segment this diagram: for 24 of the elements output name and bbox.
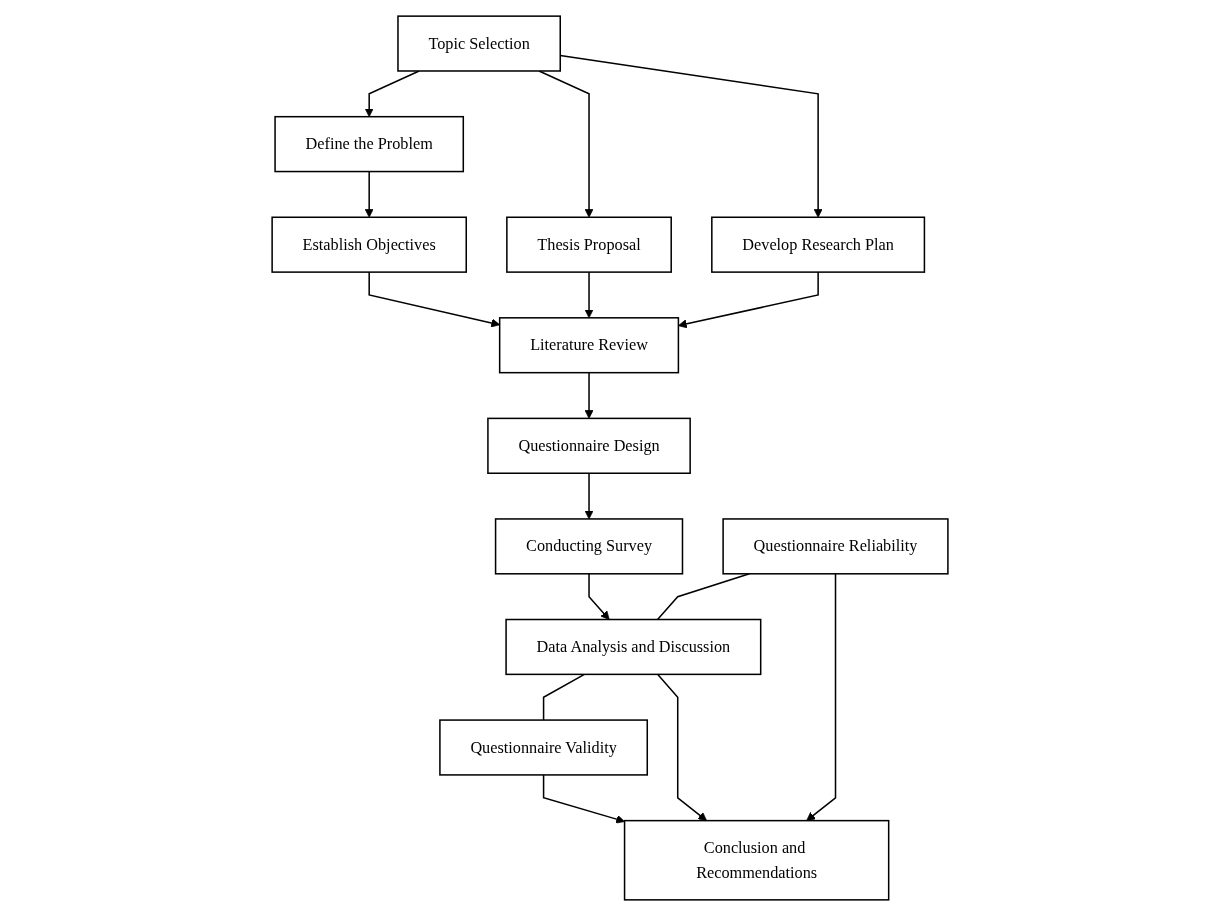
node-box: Define the Problem [274, 115, 465, 172]
arrow [806, 572, 837, 821]
arrow [364, 170, 374, 218]
arrow [584, 270, 594, 318]
arrow [542, 773, 625, 824]
node-box: Conclusion and Recommendations [623, 819, 890, 901]
arrow [656, 673, 707, 821]
node-box: Data Analysis and Discussion [505, 618, 762, 675]
connector [542, 673, 586, 721]
arrow [584, 472, 594, 519]
arrow [678, 270, 819, 328]
node-box: Literature Review [498, 316, 680, 373]
node-box: Questionnaire Validity [439, 718, 648, 776]
arrow [538, 69, 594, 218]
arrow [584, 371, 594, 419]
arrow [588, 572, 610, 620]
node-box: Thesis Proposal [506, 216, 672, 273]
node-box: Questionnaire Reliability [722, 517, 949, 575]
node-box: Establish Objectives [271, 216, 467, 273]
node-box: Develop Research Plan [711, 216, 926, 273]
node-box: Questionnaire Design [487, 417, 691, 474]
node-box: Conducting Survey [494, 517, 684, 575]
arrow [364, 69, 420, 117]
node-box: Topic Selection [397, 14, 561, 72]
